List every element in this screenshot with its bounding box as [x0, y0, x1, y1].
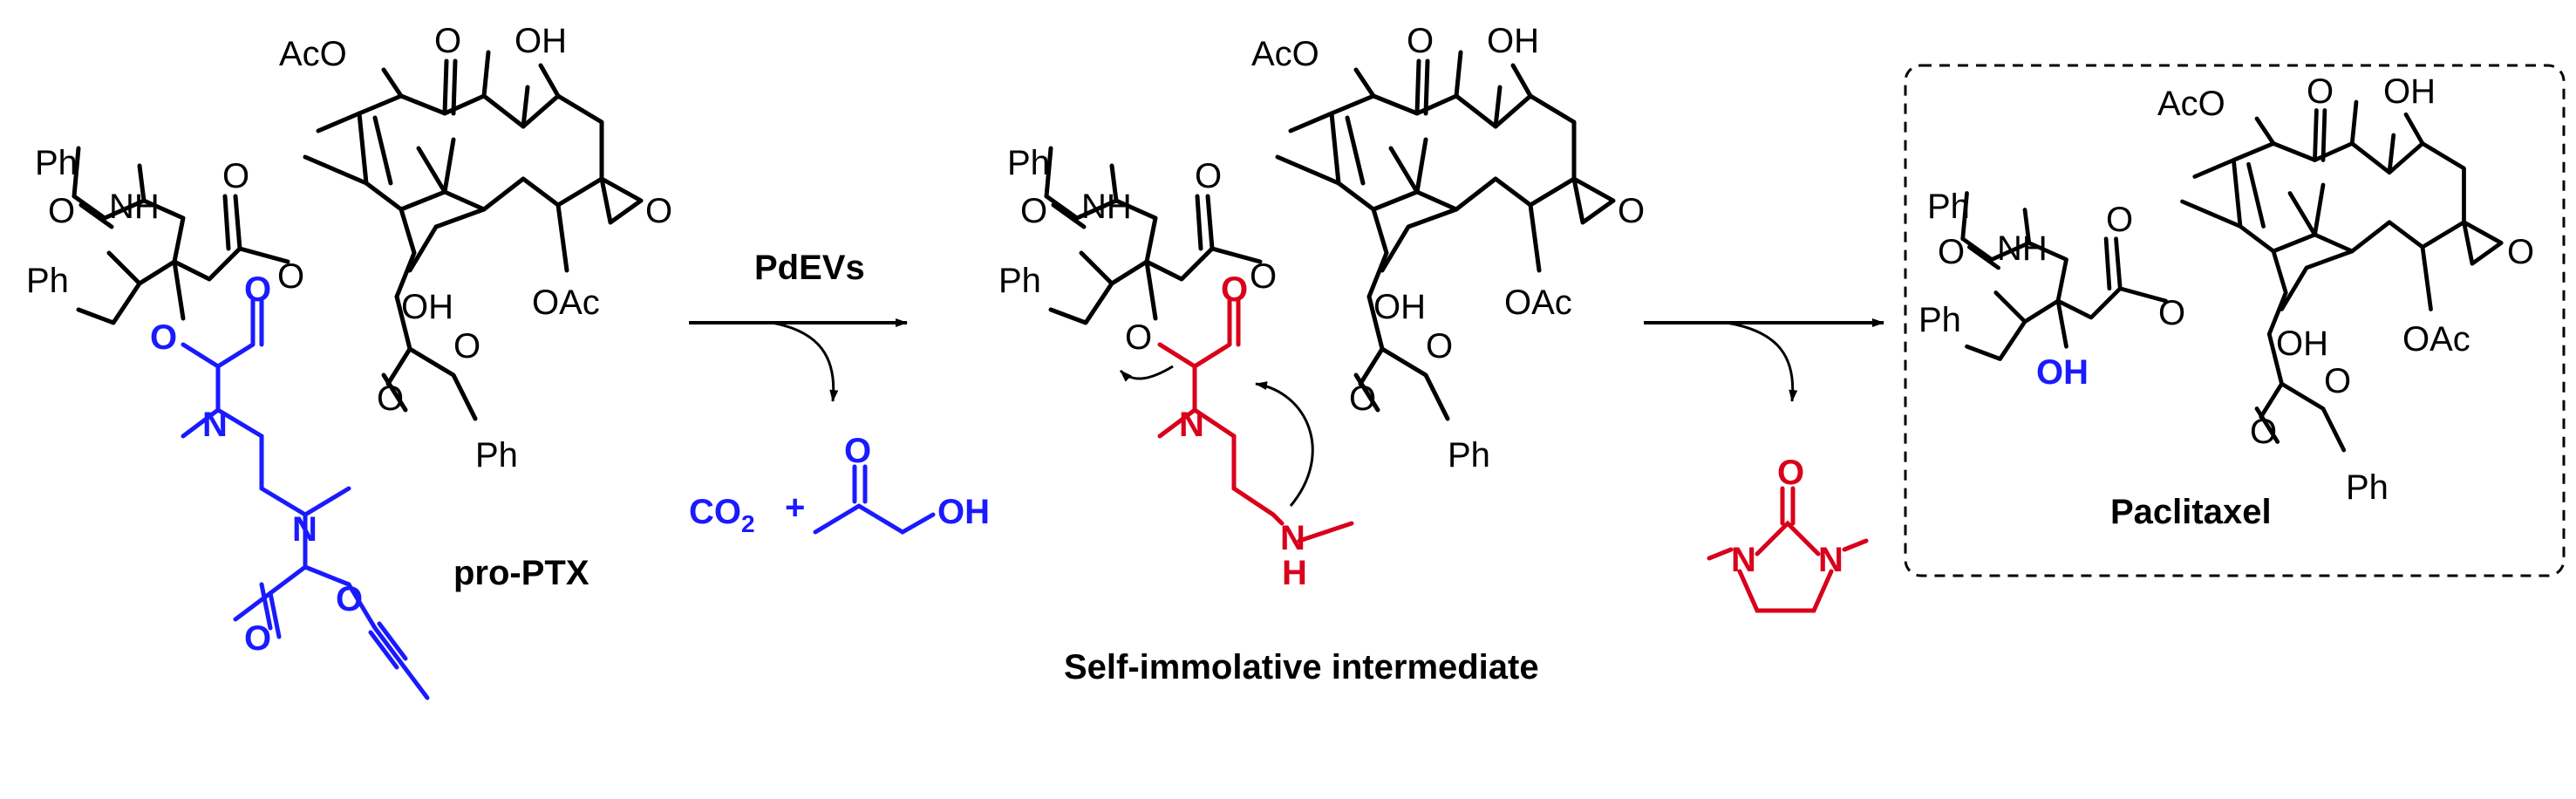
int-benzoyl-o-label: O [1349, 379, 1376, 418]
ptx-amide-o-label: O [1938, 233, 1965, 271]
reaction-arrow-1: PdEVs [689, 249, 908, 402]
int-acetoxy-top-label: AcO [1251, 35, 1319, 73]
amide-nh-label: NH [109, 188, 160, 226]
ptx-phenyl-c-label: Ph [2346, 468, 2389, 507]
int-phenyl-a-label: Ph [1007, 144, 1050, 182]
ptx-acetoxy-top-label: AcO [2157, 85, 2225, 123]
int-oh-bridge-label: OH [1373, 288, 1426, 326]
dmi-ring-n1-label: N [1731, 541, 1756, 579]
int-epoxide-o-label: O [1618, 192, 1645, 230]
byproducts-1: CO2 + O OH [689, 432, 990, 537]
co2-label: CO2 [689, 493, 755, 537]
int-oac-label: OAc [1504, 283, 1572, 322]
int-ketone-o-label: O [1407, 22, 1434, 60]
intermediate-molecule [1044, 50, 1616, 421]
carbamate-carbonyl-o-label: O [244, 270, 271, 309]
int-ester-link-o-label: O [1250, 257, 1277, 296]
ptx-hydroxyl-top-label: OH [2383, 72, 2436, 111]
oh-bridge-label: OH [401, 288, 453, 326]
ptx-ketone-o-label: O [2307, 72, 2334, 111]
ptx-benzoyl-link-o-label: O [2324, 362, 2351, 400]
intermediate-curved-arrows [1119, 365, 1314, 507]
int-benzoyl-link-o-label: O [1426, 327, 1453, 365]
n1-label: N [202, 406, 228, 444]
dmi-molecule: O N N [1707, 454, 1869, 613]
oac-label: OAc [532, 283, 600, 322]
dmi-ring-o-label: O [1777, 454, 1804, 492]
int-amide-nh-label: NH [1081, 188, 1132, 226]
n2-label: N [292, 510, 317, 549]
paclitaxel-molecule [1960, 99, 2504, 453]
int-carbamate-o-link-label: O [1125, 318, 1152, 357]
dmi-ring-n2-label: N [1818, 541, 1843, 579]
paclitaxel-name: Paclitaxel [2110, 493, 2272, 531]
acetoxy-top-label: AcO [279, 35, 347, 73]
paclitaxel-labels: AcO O OH O OAc OH O O Ph Ph Ph O NH O O … [1918, 72, 2534, 531]
reaction-arrow-2 [1644, 318, 1884, 402]
ptx-ester-carbonyl-o-label: O [2106, 201, 2133, 239]
pro-ptx-name: pro-PTX [453, 554, 589, 592]
int-nh-h-label: H [1282, 554, 1307, 592]
ester-link-o-label: O [277, 257, 304, 296]
hydroxyacetone-oh-label: OH [937, 493, 990, 531]
ester-carbonyl-o-label: O [222, 157, 249, 195]
pro-ptx-labels: AcO O OH O OAc OH O O Ph Ph Ph O NH O O … [26, 22, 672, 658]
int-phenyl-c-label: Ph [1448, 436, 1490, 475]
epoxide-o-label: O [645, 192, 672, 230]
phenyl-b-label: Ph [26, 262, 69, 300]
product-dashed-box [1904, 64, 2566, 577]
ptx-oh-bridge-label: OH [2276, 324, 2328, 363]
hydroxyl-top-label: OH [515, 22, 567, 60]
intermediate-name: Self-immolative intermediate [1064, 648, 1539, 686]
ptx-epoxide-o-label: O [2507, 233, 2534, 271]
phenyl-c-label: Ph [475, 436, 518, 475]
carbamate-o-link-label: O [150, 318, 177, 357]
ptx-phenyl-b-label: Ph [1918, 301, 1961, 339]
int-n1-label: N [1179, 406, 1204, 444]
int-amide-o-label: O [1020, 192, 1047, 230]
plus-sign: + [785, 488, 805, 527]
carbamate2-carbonyl-o-label: O [244, 619, 271, 658]
ptx-phenyl-a-label: Ph [1927, 188, 1970, 226]
ketone-o-label: O [434, 22, 461, 60]
ptx-amide-nh-label: NH [1997, 229, 2048, 268]
int-ester-carbonyl-o-label: O [1195, 157, 1222, 195]
pro-ptx-carbamate [181, 298, 430, 700]
hydroxyacetone-o-label: O [844, 432, 871, 470]
ptx-ester-link-o-label: O [2158, 294, 2185, 332]
carbamate2-link-o-label: O [336, 580, 363, 618]
phenyl-a-label: Ph [35, 144, 78, 182]
ptx-oh-free-label: OH [2036, 353, 2089, 392]
intermediate-red-fragment [1157, 298, 1354, 543]
intermediate-labels: AcO O OH O OAc OH O O Ph Ph Ph O NH O O … [998, 22, 1645, 686]
benzoyl-link-o-label: O [453, 327, 480, 365]
int-nh-n-label: N [1280, 519, 1305, 557]
pdevs-label: PdEVs [754, 249, 865, 287]
int-carbamate-carbonyl-o-label: O [1221, 270, 1248, 309]
ptx-oac-label: OAc [2402, 320, 2470, 359]
int-hydroxyl-top-label: OH [1487, 22, 1539, 60]
benzoyl-o-label: O [377, 379, 404, 418]
pro-ptx-molecule [72, 50, 644, 421]
ptx-benzoyl-o-label: O [2250, 413, 2277, 451]
amide-o-label: O [48, 192, 75, 230]
int-phenyl-b-label: Ph [998, 262, 1041, 300]
